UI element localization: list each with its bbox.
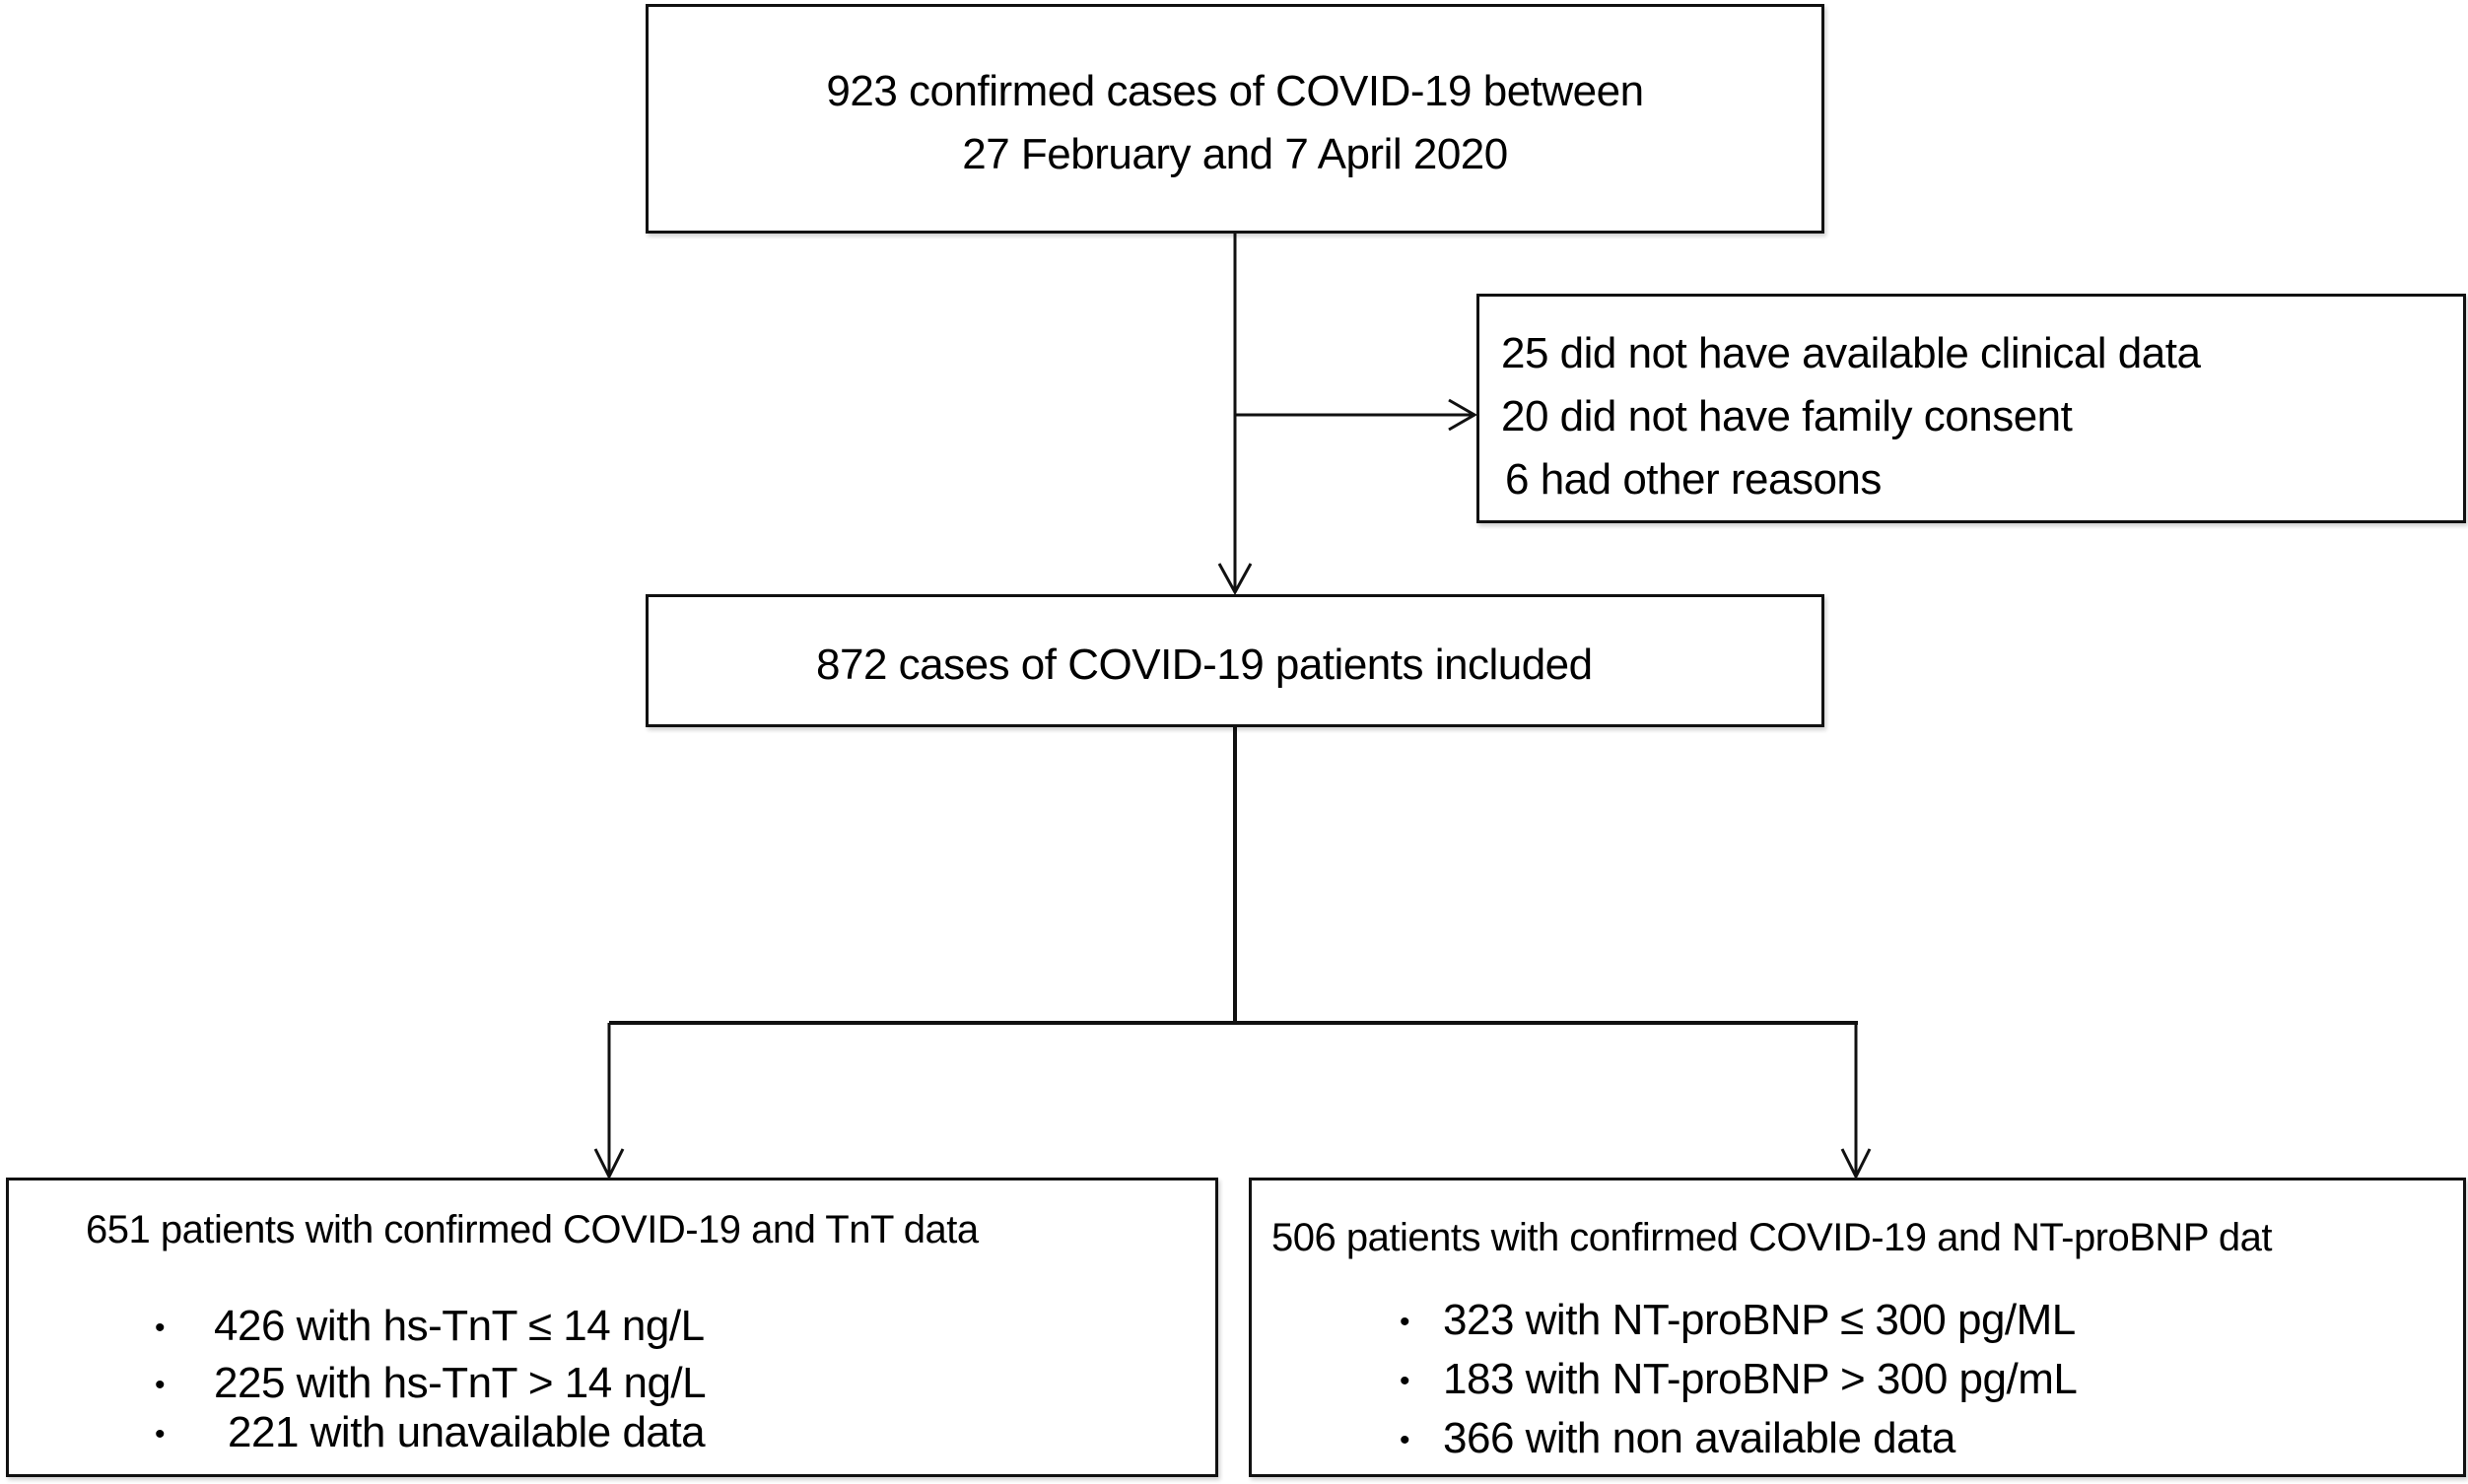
arrowhead-down-icon	[593, 1148, 625, 1180]
bullet-icon: •	[155, 1418, 166, 1451]
bnp-item: • 366 with non available data	[1400, 1417, 1955, 1460]
excluded-item: 20 did not have family consent	[1501, 392, 2073, 440]
bnp-item: • 323 with NT-proBNP ≤ 300 pg/ML	[1400, 1299, 2076, 1342]
arrowhead-right-icon	[1448, 398, 1478, 432]
tnt-item: • 221 with unavailable data	[155, 1408, 706, 1456]
screened-box: 923 confirmed cases of COVID-19 between …	[646, 4, 1824, 234]
tnt-group-title: 651 patients with confirmed COVID-19 and…	[86, 1208, 979, 1251]
bnp-item-text: 323 with NT-proBNP ≤ 300 pg/ML	[1443, 1296, 2076, 1344]
bnp-group-title: 506 patients with confirmed COVID-19 and…	[1271, 1216, 2273, 1259]
bullet-icon: •	[1400, 1306, 1410, 1339]
screened-line-2: 27 February and 7 April 2020	[962, 130, 1508, 178]
arrowhead-down-icon	[1840, 1148, 1872, 1180]
tnt-item: • 225 with hs-TnT > 14 ng/L	[155, 1359, 707, 1407]
arrowhead-down-icon	[1217, 563, 1253, 596]
tnt-group-box: 651 patients with confirmed COVID-19 and…	[6, 1178, 1218, 1477]
bnp-item: • 183 with NT-proBNP > 300 pg/mL	[1400, 1355, 2078, 1403]
excluded-item: 25 did not have available clinical data	[1501, 329, 2201, 377]
bullet-icon: •	[155, 1312, 166, 1345]
tnt-item-text: 225 with hs-TnT > 14 ng/L	[214, 1359, 707, 1407]
bullet-icon: •	[1400, 1365, 1410, 1398]
tnt-item-text: 426 with hs-TnT ≤ 14 ng/L	[214, 1302, 705, 1350]
included-label: 872 cases of COVID-19 patients included	[816, 641, 1593, 689]
included-box: 872 cases of COVID-19 patients included	[646, 594, 1824, 727]
excluded-box: 25 did not have available clinical data …	[1476, 294, 2466, 523]
excluded-item: 6 had other reasons	[1505, 455, 1882, 504]
bnp-item-text: 366 with non available data	[1443, 1414, 1955, 1462]
bullet-icon: •	[1400, 1424, 1410, 1457]
tnt-item-text: 221 with unavailable data	[228, 1408, 706, 1456]
bnp-item-text: 183 with NT-proBNP > 300 pg/mL	[1443, 1355, 2078, 1403]
tnt-item: • 426 with hs-TnT ≤ 14 ng/L	[155, 1305, 705, 1348]
screened-line-1: 923 confirmed cases of COVID-19 between	[826, 67, 1644, 115]
bullet-icon: •	[155, 1369, 166, 1402]
bnp-group-box: 506 patients with confirmed COVID-19 and…	[1249, 1178, 2466, 1477]
